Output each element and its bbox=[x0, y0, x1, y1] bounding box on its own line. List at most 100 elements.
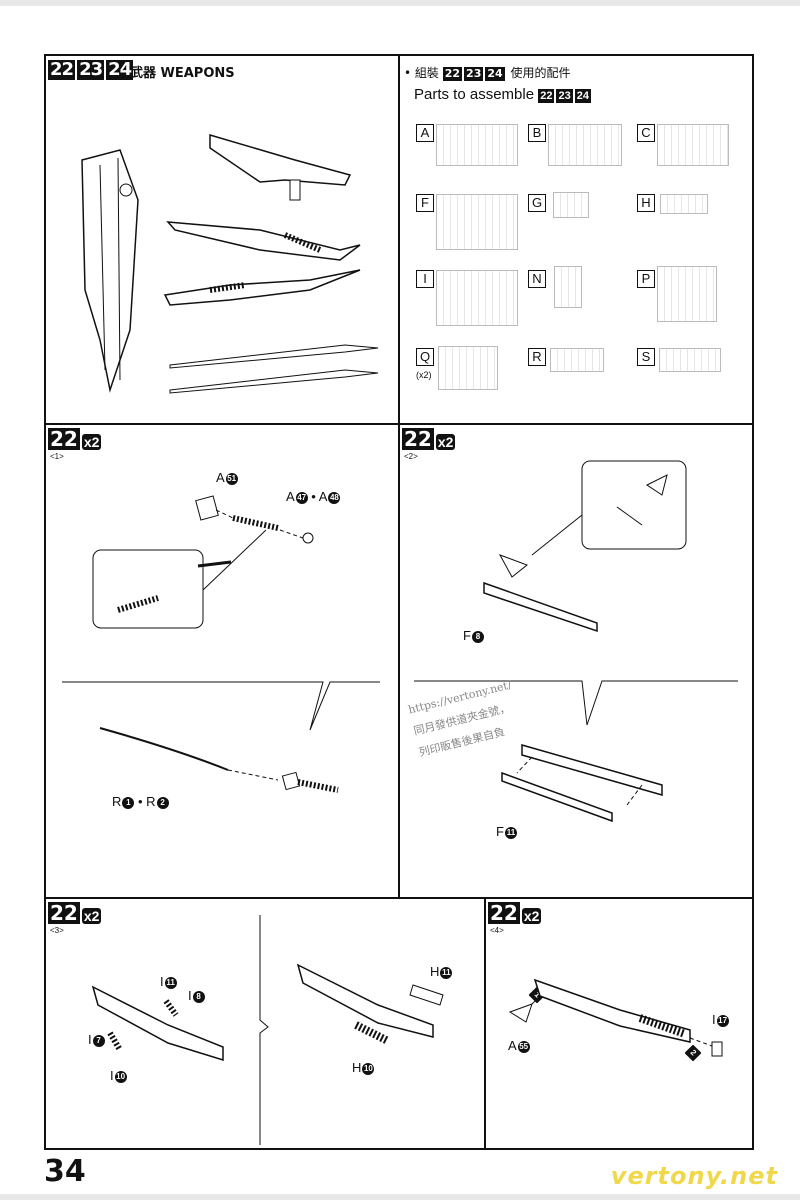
callout-letter: F bbox=[463, 628, 471, 643]
step-number: 22 bbox=[402, 427, 434, 451]
runner-label: H bbox=[637, 194, 655, 212]
step-mini-badge: 22 bbox=[538, 89, 555, 103]
step-badge: 22 bbox=[48, 59, 76, 80]
runner-label: I bbox=[416, 270, 434, 288]
runner-image bbox=[660, 194, 708, 214]
step1-illustration bbox=[62, 495, 380, 793]
callout-letter: A bbox=[318, 489, 328, 504]
step-mini-badge: 24 bbox=[574, 89, 591, 103]
callout-number: 55 bbox=[517, 1040, 530, 1053]
runner-image bbox=[659, 348, 721, 372]
runner-qty: (x2) bbox=[416, 370, 432, 380]
callout-letter: A bbox=[286, 489, 295, 504]
bottom-edge bbox=[0, 1194, 800, 1200]
callout-letter: F bbox=[496, 824, 504, 839]
step2-illustration bbox=[414, 460, 738, 823]
divider-bottom-vertical bbox=[484, 897, 486, 1150]
runner-image bbox=[657, 266, 717, 322]
step-number: 22 bbox=[48, 901, 80, 925]
callout-letter: A bbox=[508, 1038, 517, 1053]
runner-label: S bbox=[637, 348, 655, 366]
step-sub: <2> bbox=[404, 452, 418, 461]
callout-number: 11 bbox=[440, 966, 453, 979]
callout-letter: I bbox=[160, 974, 164, 989]
step-sub: <3> bbox=[50, 926, 64, 935]
step-multiplier: x2 bbox=[435, 434, 456, 450]
callout-number: 48 bbox=[328, 491, 341, 504]
runner-label: Q bbox=[416, 348, 434, 366]
callout-letter: R bbox=[112, 794, 122, 809]
runner-label: F bbox=[416, 194, 434, 212]
runner-label: R bbox=[528, 348, 546, 366]
runner-label: A bbox=[416, 124, 434, 142]
step-number: 22 bbox=[488, 901, 520, 925]
callout-letter: I bbox=[88, 1032, 92, 1047]
callout-letter: H bbox=[352, 1060, 362, 1075]
weapons-illustration bbox=[81, 133, 379, 394]
runner-label: G bbox=[528, 194, 546, 212]
callout-letter: A bbox=[216, 470, 225, 485]
step-sub: <1> bbox=[50, 452, 64, 461]
parts-heading-prefix: • 組裝 bbox=[404, 66, 439, 80]
runner-image bbox=[438, 346, 498, 390]
runner-label: N bbox=[528, 270, 546, 288]
runner-label: P bbox=[637, 270, 655, 288]
callout-number: 2 bbox=[156, 796, 169, 809]
step-badge-4: 22 x2 <4> bbox=[488, 901, 542, 935]
step-number: 22 bbox=[48, 427, 80, 451]
runner-image bbox=[436, 124, 518, 166]
step-multiplier: x2 bbox=[81, 908, 102, 924]
step-multiplier: x2 bbox=[81, 434, 102, 450]
callout-number: 17 bbox=[716, 1014, 729, 1027]
divider-mid-vertical bbox=[398, 423, 400, 897]
runner-label: B bbox=[528, 124, 546, 142]
callout-number: 7 bbox=[92, 1034, 105, 1047]
callout-number: 10 bbox=[362, 1062, 375, 1075]
callout-number: 11 bbox=[164, 976, 177, 989]
runner-image bbox=[657, 124, 729, 166]
runner-image bbox=[554, 266, 582, 308]
step-badge-3: 22 x2 <3> bbox=[48, 901, 102, 935]
callout-letter: H bbox=[430, 964, 440, 979]
top-edge bbox=[0, 0, 800, 6]
step-mini-badge: 23 bbox=[556, 89, 573, 103]
watermark-corner: vertony.net bbox=[610, 1162, 778, 1190]
callout-number: 1 bbox=[122, 796, 135, 809]
callout-letter: I bbox=[712, 1012, 716, 1027]
step3-illustration bbox=[91, 915, 444, 1145]
step-mini-badge: 23 bbox=[464, 67, 484, 81]
step-sub: <4> bbox=[490, 926, 504, 935]
parts-heading-en-text: Parts to assemble bbox=[414, 86, 535, 103]
runner-image bbox=[548, 124, 622, 166]
step-mini-badge: 22 bbox=[442, 67, 463, 81]
parts-heading-suffix: 使用的配件 bbox=[510, 66, 571, 80]
step-badge-2: 22 x2 <2> bbox=[402, 427, 456, 461]
callout-number: 8 bbox=[192, 990, 205, 1003]
callout-number: 8 bbox=[471, 630, 484, 643]
step4-illustration bbox=[508, 978, 723, 1057]
runner-image bbox=[553, 192, 589, 218]
runner-image bbox=[436, 270, 518, 326]
page-number: 34 bbox=[44, 1154, 86, 1189]
callout-number: 11 bbox=[504, 826, 517, 839]
callout-number: 10 bbox=[114, 1070, 127, 1083]
callout-number: 51 bbox=[225, 472, 238, 485]
step-badge-1: 22 x2 <1> bbox=[48, 427, 102, 461]
step-badge: 24 bbox=[106, 59, 134, 80]
divider-top-vertical bbox=[398, 54, 400, 424]
step-badges: 22 23 24 bbox=[48, 59, 134, 80]
